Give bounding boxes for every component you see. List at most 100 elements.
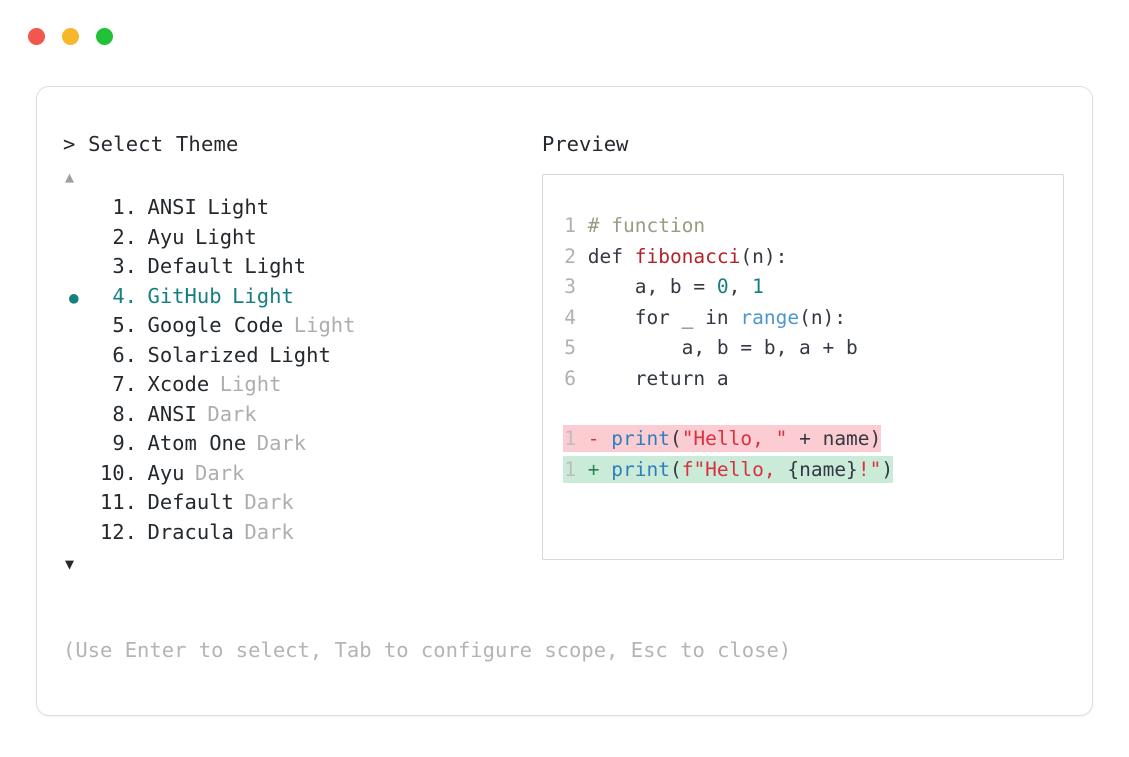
theme-item-index: 10. (99, 460, 137, 485)
code-token: fibonacci (634, 244, 741, 268)
code-line: 5 a, b = b, a + b (563, 333, 1063, 364)
theme-item-name: Default (147, 254, 234, 278)
prompt-caret-icon: > (63, 132, 76, 156)
diff-block: 1 - print("Hello, " + name) 1 + print( f"H… (563, 424, 1063, 485)
code-line: 1 # function (563, 211, 1063, 242)
theme-item-variant: Light (219, 372, 282, 396)
theme-list-item[interactable]: 5. Google Code Light (63, 311, 523, 341)
code-line: 3 a, b = 0, 1 (563, 272, 1063, 303)
theme-item-name: ANSI (147, 195, 197, 219)
code-line-content: a, b = 0, 1 (576, 275, 764, 298)
diff-line-del: 1 - print("Hello, " + name) (563, 424, 1063, 455)
code-token: , (728, 275, 753, 298)
code-token: ! (857, 457, 870, 481)
theme-item-name: Solarized (147, 342, 259, 367)
code-token: "Hello, (693, 457, 788, 481)
keyboard-hint: (Use Enter to select, Tab to configure s… (63, 638, 792, 662)
theme-item-name: ANSI (147, 401, 197, 426)
theme-item-name: Google Code (147, 313, 284, 337)
theme-item-name: Dracula (147, 519, 234, 544)
theme-item-index: 7. (112, 372, 137, 396)
theme-item-variant: Dark (207, 401, 257, 426)
theme-item-index: 6. (112, 342, 137, 367)
code-token: (n): (740, 244, 788, 268)
code-token (576, 214, 588, 237)
theme-item-name: Xcode (147, 372, 210, 396)
theme-item-name: Default (147, 490, 234, 514)
code-line: 2 def fibonacci(n): (563, 242, 1063, 273)
theme-item-variant: Light (244, 254, 307, 278)
theme-item-index: 2. (112, 224, 137, 249)
theme-item-index: 5. (112, 313, 137, 337)
theme-item-variant: Light (195, 224, 257, 249)
diff-highlight: 1 + print(f"Hello, {name}!") (563, 455, 894, 483)
maximize-dot-icon[interactable] (96, 27, 113, 45)
code-token: ) (869, 427, 882, 450)
line-number: 6 (564, 366, 576, 390)
code-token: 0 (716, 275, 729, 298)
diff-sign: + (576, 457, 612, 481)
code-token: + name (787, 427, 870, 450)
code-line-content: return a (576, 367, 729, 390)
code-line-content: # function (576, 214, 705, 237)
theme-item-variant: Light (232, 283, 294, 308)
theme-item-variant: Light (207, 195, 270, 219)
theme-item-name: GitHub (147, 283, 222, 308)
theme-list-item[interactable]: 2. Ayu Light (63, 223, 523, 253)
code-line-content: for _ in range(n): (576, 306, 846, 329)
code-line-content: a, b = b, a + b (576, 336, 858, 359)
code-token: print (611, 427, 670, 450)
theme-item-name: Ayu (147, 224, 185, 249)
diff-line-number: 1 (564, 457, 576, 481)
scroll-up-arrow-icon[interactable]: ▲ (65, 168, 75, 186)
code-token: def (587, 244, 635, 268)
code-token: (n): (799, 305, 847, 329)
diff-highlight: 1 - print("Hello, " + name) (563, 425, 882, 452)
theme-item-index: 3. (112, 254, 137, 278)
theme-list-item[interactable]: 3. Default Light (63, 252, 523, 282)
theme-item-name: Ayu (147, 460, 185, 485)
theme-item-variant: Light (293, 313, 356, 337)
code-token: ( (669, 427, 682, 450)
code-token: # function (587, 214, 706, 237)
code-token: f (681, 457, 694, 481)
code-token: a, b = (576, 275, 717, 298)
code-token: return a (576, 366, 729, 390)
code-diff-spacer (563, 394, 1063, 424)
minimize-dot-icon[interactable] (62, 27, 79, 45)
theme-item-index: 11. (99, 490, 137, 514)
code-token: 1 (752, 275, 764, 298)
preview-label: Preview (542, 132, 629, 156)
diff-sign: - (576, 427, 612, 450)
prompt-line: > Select Theme (63, 131, 523, 157)
theme-item-index: 4. (112, 283, 137, 308)
code-token: for _ in (576, 305, 741, 329)
line-number: 3 (564, 275, 576, 298)
selected-bullet-icon: ● (69, 287, 79, 307)
theme-item-variant: Dark (244, 519, 294, 544)
code-line: 4 for _ in range(n): (563, 303, 1063, 334)
code-line: 6 return a (563, 364, 1063, 395)
page-title: Select Theme (88, 132, 239, 156)
code-token: " (869, 457, 882, 481)
close-dot-icon[interactable] (28, 27, 45, 45)
theme-list-item[interactable]: 7. Xcode Light (63, 370, 523, 400)
theme-list-item[interactable]: ● 4. GitHub Light (63, 282, 523, 312)
scroll-down-arrow-icon[interactable]: ▼ (65, 555, 75, 573)
theme-item-variant: Dark (256, 431, 307, 455)
line-number: 1 (564, 214, 576, 237)
diff-line-add: 1 + print(f"Hello, {name}!") (563, 455, 1063, 486)
traffic-light-buttons (28, 27, 113, 45)
